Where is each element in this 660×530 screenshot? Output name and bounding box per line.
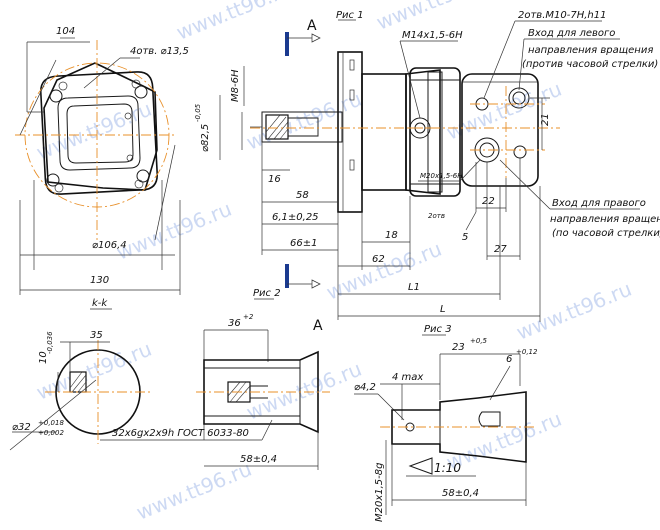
shaft-tol-top: +0,018: [38, 419, 64, 427]
d42-label: ⌀4,2: [354, 382, 376, 393]
inlet-left-3: (против часовой стрелки): [522, 59, 658, 70]
dim-62-label: 62: [372, 254, 385, 265]
fig2-label: Рис 2: [253, 288, 281, 299]
d82-tol-label: -0,05: [194, 103, 202, 122]
watermark: www.tt96.ru: [133, 457, 255, 525]
watermark: www.tt96.ru: [33, 97, 155, 165]
dim-5-label: 5: [462, 232, 468, 243]
watermark: www.tt96.ru: [243, 357, 365, 425]
keyed-shaft-section: 35 10 -0,036 ⌀32 +0,018 +0,002: [9, 330, 150, 451]
shaft-tol-bot: +0,002: [38, 429, 64, 437]
inlet-right-2: направления вращения: [550, 214, 660, 225]
spline-shaft-view: A 36 +2 32x6gx2x9h ГОСТ 6033-80 58±0,4: [100, 313, 330, 470]
dim-6-label: 6: [506, 354, 512, 365]
inlet-left-2: направления вращения: [528, 45, 653, 56]
inlet-right-1: Вход для правого: [552, 198, 646, 209]
watermarks: www.tt96.ru www.tt96.ru www.tt96.ru www.…: [33, 0, 635, 525]
watermark: www.tt96.ru: [443, 407, 565, 475]
dim-36-label: 36: [228, 318, 241, 329]
d1064-label: ⌀106,4: [92, 240, 127, 251]
m14-label: M14x1,5-6H: [402, 30, 463, 41]
dim-104-label: 104: [56, 26, 75, 37]
taper-shaft-view: Рис 3 23 +0,5 6 +0,12 4 max ⌀4,2 1:10 58…: [354, 324, 538, 522]
fig3-label: Рис 3: [424, 324, 452, 335]
watermark: www.tt96.ru: [323, 237, 445, 305]
section-arrow-top: [285, 32, 289, 56]
dim-66-label: 66±1: [290, 238, 317, 249]
m8-label: M8-6H: [230, 69, 241, 102]
dim-16-label: 16: [268, 174, 281, 185]
dim-4max-label: 4 max: [392, 372, 423, 383]
dim-21-label: 21: [540, 113, 551, 126]
taper-label: 1:10: [434, 461, 461, 475]
dim-10-label: 10: [38, 351, 49, 364]
dim-58b-label: 58±0,4: [240, 454, 277, 465]
dim-27-label: 27: [494, 244, 507, 255]
watermark: www.tt96.ru: [443, 77, 565, 145]
m20-shaft-label: M20x1,5-8g: [374, 463, 385, 523]
dim-18-label: 18: [385, 230, 398, 241]
watermark: www.tt96.ru: [173, 0, 295, 45]
flange-front-view: 104 4отв. ⌀13,5 ⌀106,4 130 k-k: [15, 26, 189, 310]
section-label: k-k: [92, 298, 108, 309]
dim-23-tol-label: +0,5: [470, 337, 488, 345]
dim-l1-label: L1: [408, 282, 420, 293]
watermark: www.tt96.ru: [113, 197, 235, 265]
dim-36-tol-label: +2: [243, 313, 254, 321]
dim-61-label: 6,1±0,25: [272, 212, 319, 223]
side-view: A Рис 1 Рис 2: [194, 10, 660, 322]
dim-35-label: 35: [90, 330, 103, 341]
spline-label: 32x6gx2x9h ГОСТ 6033-80: [112, 428, 249, 439]
dim-22-label: 22: [482, 196, 495, 207]
dim-23-label: 23: [452, 342, 465, 353]
watermark: www.tt96.ru: [243, 87, 365, 155]
two-holes-label: 2отв.M10-7H,h11: [518, 10, 606, 21]
m20-label-1: M20x1,5-6H: [420, 172, 463, 180]
d82-label: ⌀82,5: [200, 124, 211, 152]
dim-10-tol-label: -0,036: [46, 331, 54, 354]
holes-label: 4отв. ⌀13,5: [130, 46, 189, 57]
watermark: www.tt96.ru: [513, 277, 635, 345]
dim-130-label: 130: [90, 275, 109, 286]
dim-58c-label: 58±0,4: [442, 488, 479, 499]
dim-6-tol-label: +0,12: [516, 348, 538, 356]
fig1-label: Рис 1: [336, 10, 364, 21]
dim-58-label: 58: [296, 190, 309, 201]
shaft-d-label: ⌀32: [12, 422, 31, 433]
view-a-bottom-label: A: [313, 318, 323, 334]
m20-label-2: 2отв: [428, 212, 445, 220]
inlet-left-1: Вход для левого: [528, 28, 615, 39]
section-arrow-bottom: [285, 264, 289, 288]
view-a-top-label: A: [307, 18, 317, 34]
inlet-right-3: (по часовой стрелки): [552, 228, 660, 239]
dim-l-label: L: [440, 304, 446, 315]
